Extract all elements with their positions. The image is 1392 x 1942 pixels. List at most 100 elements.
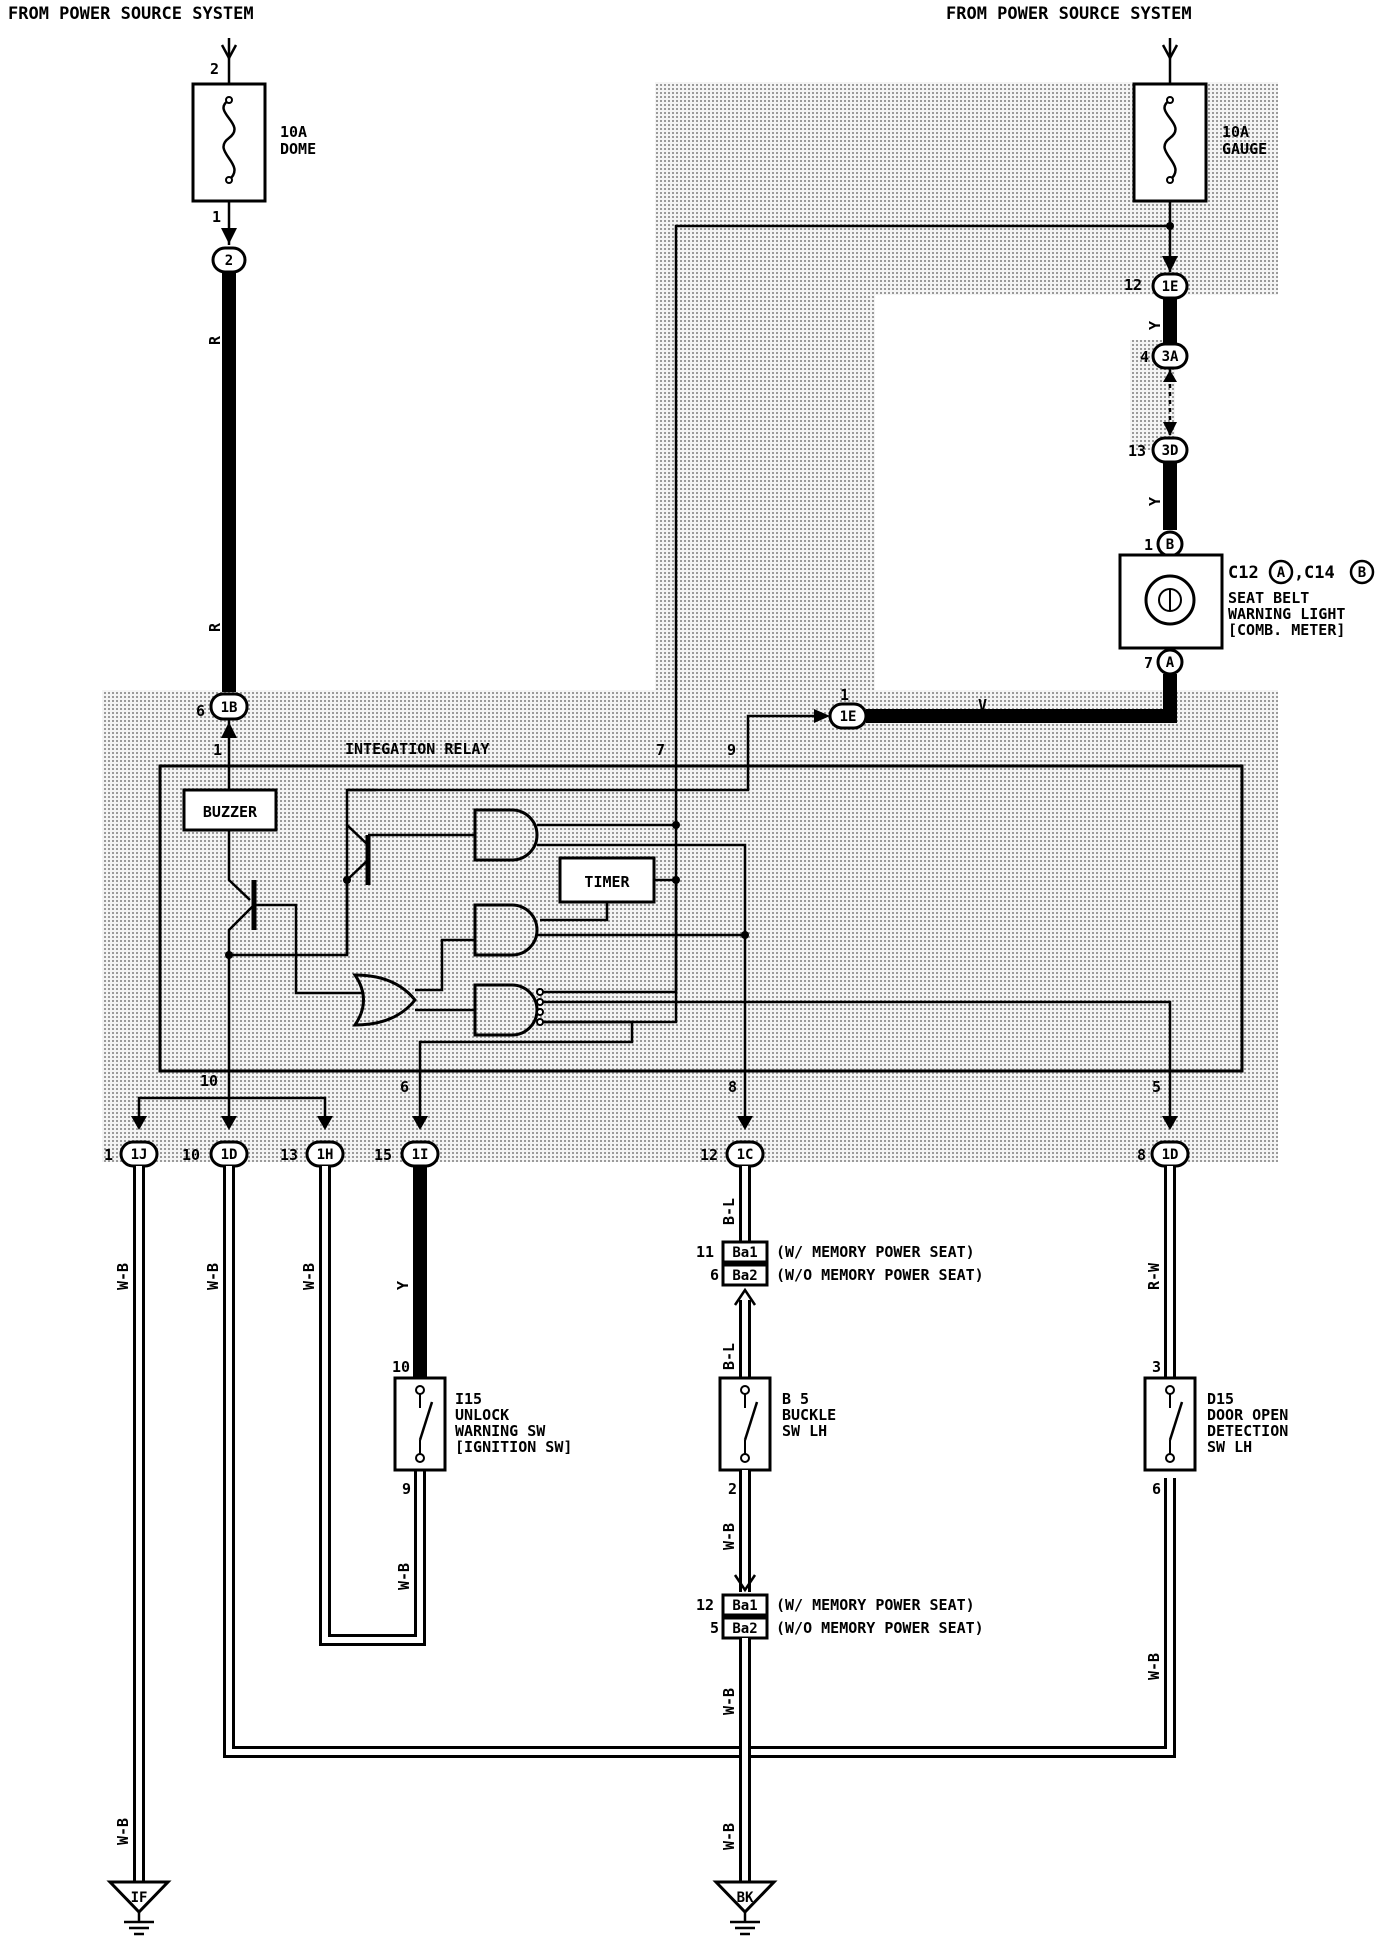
svg-text:1: 1 xyxy=(1144,536,1153,554)
gauge-fuse-group: 10A GAUGE xyxy=(1132,38,1267,272)
svg-text:B 5: B 5 xyxy=(782,1390,809,1408)
ba-connector-bottom: 12 Ba1 (W/ MEMORY POWER SEAT) 5 Ba2 (W/O… xyxy=(696,1593,984,1640)
svg-text:7: 7 xyxy=(656,741,665,759)
gauge-fuse-name: GAUGE xyxy=(1222,140,1267,158)
svg-text:WARNING SW: WARNING SW xyxy=(455,1422,546,1440)
fuse-symbol-icon xyxy=(222,98,236,181)
connector-meter-b: 1 B xyxy=(1144,530,1184,558)
svg-text:R: R xyxy=(206,622,224,632)
svg-text:DETECTION: DETECTION xyxy=(1207,1422,1288,1440)
svg-text:10: 10 xyxy=(182,1146,200,1164)
svg-text:6: 6 xyxy=(710,1266,719,1284)
integration-relay: INTEGATION RELAY 1 7 9 BUZZER TIMER xyxy=(158,719,1244,1120)
svg-text:W-B: W-B xyxy=(720,1823,738,1850)
svg-text:1: 1 xyxy=(212,208,221,226)
svg-text:IF: IF xyxy=(131,1890,148,1906)
svg-text:Ba1: Ba1 xyxy=(732,1598,757,1614)
svg-text:BUCKLE: BUCKLE xyxy=(782,1406,836,1424)
svg-text:12: 12 xyxy=(1124,276,1142,294)
switch-contact-icon xyxy=(1168,1401,1184,1441)
svg-text:2: 2 xyxy=(225,253,233,269)
svg-text:[COMB. METER]: [COMB. METER] xyxy=(1228,621,1345,639)
svg-text:(W/O MEMORY POWER SEAT): (W/O MEMORY POWER SEAT) xyxy=(776,1619,984,1637)
svg-text:15: 15 xyxy=(374,1146,392,1164)
svg-text:A: A xyxy=(1277,565,1286,581)
connector-meter-a: 7 A xyxy=(1144,648,1184,676)
svg-text:5: 5 xyxy=(710,1619,719,1637)
svg-text:2: 2 xyxy=(728,1480,737,1498)
svg-text:12: 12 xyxy=(700,1146,718,1164)
connector-1c: 12 1C xyxy=(700,1140,765,1168)
svg-text:4: 4 xyxy=(1140,348,1149,366)
svg-text:1C: 1C xyxy=(737,1147,754,1163)
svg-text:Ba2: Ba2 xyxy=(732,1268,757,1284)
connector-1e-top: 12 1E xyxy=(1124,272,1189,300)
connector-1i: 15 1I xyxy=(374,1140,440,1168)
or-gate-icon xyxy=(352,973,417,1027)
connector-1h: 13 1H xyxy=(280,1140,345,1168)
svg-text:A: A xyxy=(1166,655,1175,671)
svg-text:8: 8 xyxy=(728,1078,737,1096)
left-source-label: FROM POWER SOURCE SYSTEM xyxy=(8,4,254,24)
svg-text:(W/ MEMORY POWER SEAT): (W/ MEMORY POWER SEAT) xyxy=(776,1243,975,1261)
svg-text:I15: I15 xyxy=(455,1390,482,1408)
svg-text:Ba1: Ba1 xyxy=(732,1245,757,1261)
svg-text:BUZZER: BUZZER xyxy=(203,803,258,821)
svg-text:2: 2 xyxy=(210,60,219,78)
svg-text:BK: BK xyxy=(737,1890,754,1906)
connector-1d: 10 1D xyxy=(182,1140,249,1168)
shaded-regions xyxy=(102,82,1278,1162)
buzzer xyxy=(182,788,278,832)
svg-text:W-B: W-B xyxy=(720,1523,738,1550)
svg-text:6: 6 xyxy=(1152,1480,1161,1498)
svg-text:WARNING LIGHT: WARNING LIGHT xyxy=(1228,605,1345,623)
svg-text:W-B: W-B xyxy=(395,1563,413,1590)
ground-bk: BK xyxy=(712,1880,778,1936)
connector-2: 2 xyxy=(211,246,247,274)
svg-text:B-L: B-L xyxy=(720,1343,738,1370)
svg-text:7: 7 xyxy=(1144,654,1153,672)
svg-text:SW LH: SW LH xyxy=(1207,1438,1252,1456)
svg-text:SEAT BELT: SEAT BELT xyxy=(1228,589,1309,607)
svg-text:W-B: W-B xyxy=(204,1263,222,1290)
svg-text:D15: D15 xyxy=(1207,1390,1234,1408)
svg-text:6: 6 xyxy=(400,1078,409,1096)
svg-text:5: 5 xyxy=(1152,1078,1161,1096)
svg-text:13: 13 xyxy=(1128,442,1146,460)
svg-text:C12: C12 xyxy=(1228,563,1259,583)
relay-title: INTEGATION RELAY xyxy=(345,740,490,758)
svg-text:B: B xyxy=(1166,537,1174,553)
svg-text:1B: 1B xyxy=(221,700,238,716)
svg-text:W-B: W-B xyxy=(114,1263,132,1290)
svg-text:W-B: W-B xyxy=(1145,1653,1163,1680)
svg-text:10: 10 xyxy=(200,1072,218,1090)
svg-text:10: 10 xyxy=(392,1358,410,1376)
svg-text:9: 9 xyxy=(402,1480,411,1498)
svg-text:1: 1 xyxy=(104,1146,113,1164)
switch-i15: 10 9 I15 UNLOCK WARNING SW [IGNITION SW] xyxy=(392,1358,572,1498)
svg-text:3: 3 xyxy=(1152,1358,1161,1376)
svg-text:11: 11 xyxy=(696,1243,714,1261)
switch-contact-icon xyxy=(743,1401,759,1441)
dome-fuse-rating: 10A xyxy=(280,123,307,141)
gauge-fuse-rating: 10A xyxy=(1222,123,1249,141)
and-gate-icon xyxy=(473,808,539,862)
svg-text:1: 1 xyxy=(840,686,849,704)
switch-contact-icon xyxy=(418,1401,434,1441)
switch-d15: 3 6 D15 DOOR OPEN DETECTION SW LH xyxy=(1143,1358,1288,1498)
connector-3d: 13 3D xyxy=(1128,436,1189,464)
fuse-symbol-icon xyxy=(1163,98,1177,181)
right-source-label: FROM POWER SOURCE SYSTEM xyxy=(946,4,1192,24)
svg-text:1J: 1J xyxy=(131,1147,148,1163)
svg-text:(W/O MEMORY POWER SEAT): (W/O MEMORY POWER SEAT) xyxy=(776,1266,984,1284)
svg-text:13: 13 xyxy=(280,1146,298,1164)
svg-text:[IGNITION SW]: [IGNITION SW] xyxy=(455,1438,572,1456)
svg-text:,: , xyxy=(1294,563,1304,583)
svg-text:1D: 1D xyxy=(221,1147,238,1163)
svg-text:1D: 1D xyxy=(1162,1147,1179,1163)
svg-text:Y: Y xyxy=(1146,321,1164,330)
dome-fuse-name: DOME xyxy=(280,140,316,158)
svg-text:1I: 1I xyxy=(412,1147,429,1163)
svg-text:UNLOCK: UNLOCK xyxy=(455,1406,509,1424)
